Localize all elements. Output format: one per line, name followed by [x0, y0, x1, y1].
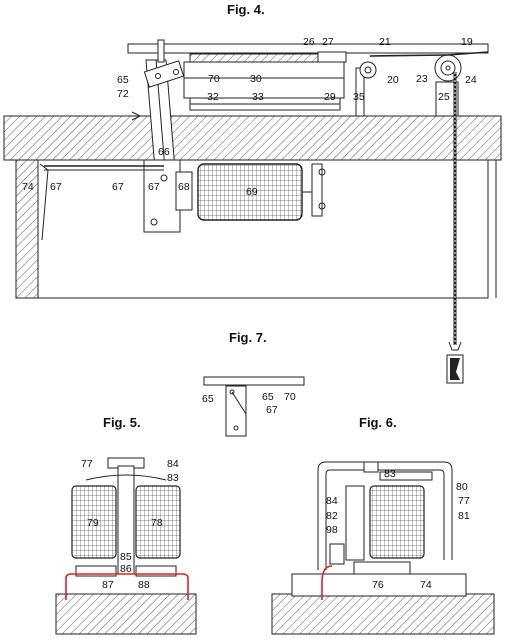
figure-6-title: Fig. 6. — [359, 415, 397, 430]
fig6-wire — [321, 565, 333, 600]
block-68 — [175, 171, 193, 211]
label-67-lever: 67 — [148, 181, 160, 193]
fig5-wire — [65, 573, 189, 600]
label-66: 66 — [158, 146, 170, 158]
fig7-label-65a: 65 — [202, 393, 214, 405]
label-70: 70 — [208, 73, 220, 85]
fig7-lever — [225, 385, 247, 437]
fig5-label-83: 83 — [167, 472, 179, 484]
fig5-label-78: 78 — [151, 517, 163, 529]
cabinet-outline — [37, 160, 489, 299]
pulley-20 — [359, 61, 377, 79]
fig5-label-88: 88 — [138, 579, 150, 591]
figure-7-title: Fig. 7. — [229, 330, 267, 345]
label-23: 23 — [416, 73, 428, 85]
figure-5: Fig. 5. 77 84 83 79 78 85 86 87 88 — [55, 415, 197, 635]
fig6-label-74: 74 — [420, 579, 432, 591]
fig6-base — [271, 593, 495, 635]
label-32: 32 — [207, 91, 219, 103]
label-67-left: 67 — [50, 181, 62, 193]
fig6-label-84: 84 — [326, 495, 338, 507]
fig5-label-77: 77 — [81, 458, 93, 470]
label-35: 35 — [353, 91, 365, 103]
fig7-label-70: 70 — [284, 391, 296, 403]
figure-4-labels: 26 27 21 19 65 70 30 20 23 24 72 32 33 2… — [22, 36, 477, 198]
label-21: 21 — [379, 36, 391, 48]
label-68: 68 — [178, 181, 190, 193]
label-27: 27 — [322, 36, 334, 48]
figure-4-title: Fig. 4. — [227, 2, 265, 17]
fig6-label-83: 83 — [384, 468, 396, 480]
fig6-label-80: 80 — [456, 481, 468, 493]
fig5-coil-78 — [135, 485, 181, 559]
fig6-label-76: 76 — [372, 579, 384, 591]
fig7-rail — [203, 376, 305, 386]
label-24: 24 — [465, 74, 477, 86]
fig5-label-87: 87 — [102, 579, 114, 591]
label-25: 25 — [438, 91, 450, 103]
label-30: 30 — [250, 73, 262, 85]
fig5-label-85: 85 — [120, 551, 132, 563]
fig6-label-82: 82 — [326, 510, 338, 522]
figure-6: Fig. 6. 83 80 84 77 82 81 98 76 74 — [271, 415, 495, 635]
fig5-label-86: 86 — [120, 563, 132, 575]
label-26: 26 — [303, 36, 315, 48]
top-rail — [127, 43, 489, 54]
table-slab — [3, 115, 502, 161]
pulley-24 — [434, 54, 462, 82]
label-74: 74 — [22, 181, 34, 193]
label-72: 72 — [117, 88, 129, 100]
figure-6-labels: 83 80 84 77 82 81 98 76 74 — [326, 468, 470, 591]
figure-7: Fig. 7. 65 65 70 67 — [202, 330, 305, 437]
figure-4: Fig. 4. — [3, 2, 502, 384]
label-65: 65 — [117, 74, 129, 86]
label-29: 29 — [324, 91, 336, 103]
fig6-coil — [369, 485, 425, 559]
label-20: 20 — [387, 74, 399, 86]
fig5-base — [55, 593, 197, 635]
fig6-frame-outer — [317, 461, 453, 570]
label-67-mid: 67 — [112, 181, 124, 193]
fig5-coil-79 — [71, 485, 117, 559]
figure-7-labels: 65 65 70 67 — [202, 391, 296, 416]
fig6-label-77: 77 — [458, 495, 470, 507]
figure-5-title: Fig. 5. — [103, 415, 141, 430]
label-33: 33 — [252, 91, 264, 103]
fig7-label-67: 67 — [266, 404, 278, 416]
fig6-label-81: 81 — [458, 510, 470, 522]
figure-5-labels: 77 84 83 79 78 85 86 87 88 — [81, 458, 179, 591]
fig6-label-98: 98 — [326, 524, 338, 536]
fig5-label-84: 84 — [167, 458, 179, 470]
fig7-label-65b: 65 — [262, 391, 274, 403]
fig5-label-79: 79 — [87, 517, 99, 529]
label-19: 19 — [461, 36, 473, 48]
label-69: 69 — [246, 186, 258, 198]
